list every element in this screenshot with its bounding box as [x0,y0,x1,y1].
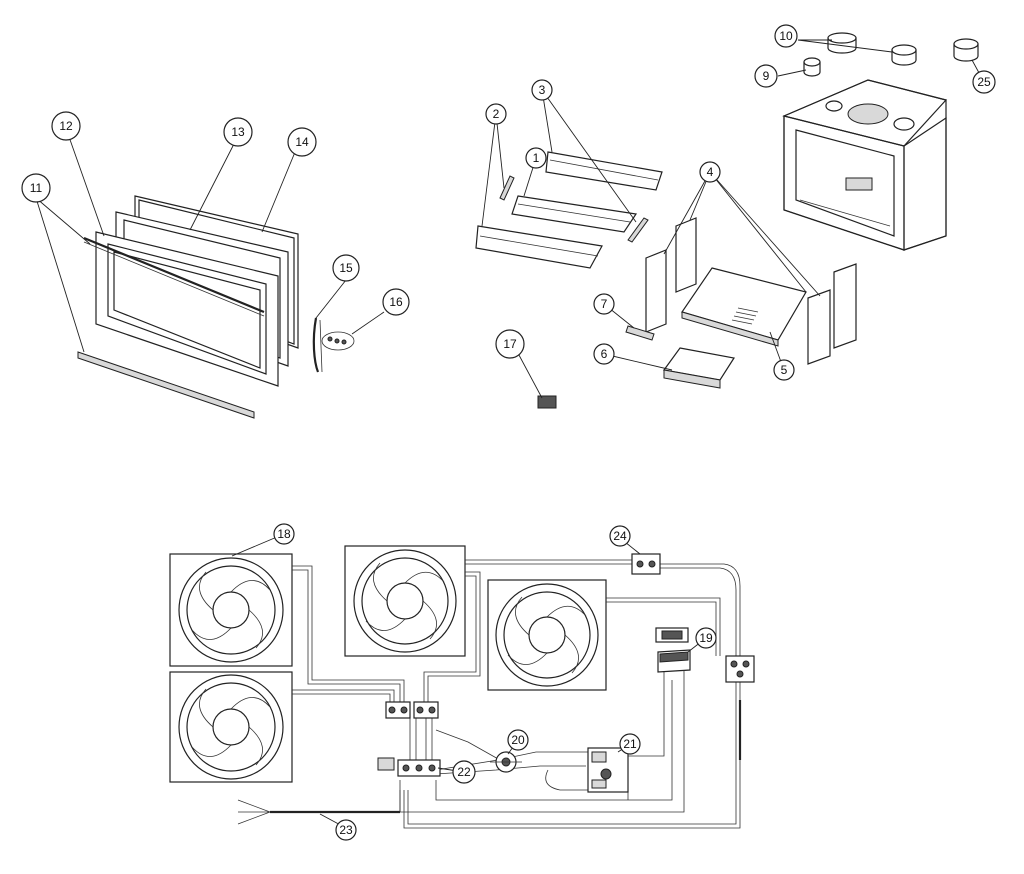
firebox-panels [475,151,663,269]
callout-13: 13 [223,117,253,147]
baffle-3 [545,151,663,191]
door-assembly [77,195,355,419]
callout-15: 15 [332,254,360,282]
svg-text:3: 3 [539,83,546,97]
callout-18: 18 [273,523,295,545]
brick-left-b [675,217,697,293]
svg-text:17: 17 [503,337,517,351]
callout-23: 23 [335,819,357,841]
callout-14: 14 [287,127,317,157]
callout-7: 7 [593,293,615,315]
callout-1: 1 [525,147,547,169]
callout-25: 25 [972,70,996,94]
rocker-switch-19 [655,627,691,680]
svg-text:13: 13 [231,125,245,139]
speed-control-21 [587,747,629,793]
panel-2 [475,225,603,269]
callout-6: 6 [593,343,615,365]
svg-text:5: 5 [781,363,788,377]
svg-text:9: 9 [763,69,770,83]
part-7 [625,325,655,341]
door-frame-12 [95,231,279,387]
svg-text:6: 6 [601,347,608,361]
bracket-3 [627,217,649,243]
screws-16 [321,331,355,351]
fan-bottom-left [169,671,293,783]
callout-17: 17 [495,329,525,359]
svg-text:10: 10 [779,29,793,43]
callout-3: 3 [531,79,553,101]
fan-top-middle [344,545,466,657]
fan-right [487,579,607,691]
svg-text:18: 18 [277,527,291,541]
bottom-rail-11 [77,351,255,419]
svg-text:19: 19 [699,631,713,645]
handle-15 [312,317,320,373]
svg-text:11: 11 [30,181,43,195]
firebrick-set [537,217,857,409]
svg-text:1: 1 [533,151,540,165]
stove-body [782,79,948,251]
svg-text:22: 22 [457,765,471,779]
svg-text:4: 4 [707,165,714,179]
grate-slots [731,307,759,325]
leader-lines [35,39,985,829]
brick-right-b [833,263,857,349]
callout-10: 10 [774,24,798,48]
callout-24: 24 [609,525,631,547]
flue-collars [803,32,979,77]
junction-right [725,655,755,683]
callout-20: 20 [507,729,529,751]
svg-text:20: 20 [511,733,525,747]
grate-tray-5 [681,267,807,341]
callout-2: 2 [485,103,507,125]
brick-left-a [645,249,667,333]
svg-text:14: 14 [295,135,309,149]
part-17 [537,395,557,409]
panel-1 [511,195,638,233]
svg-text:2: 2 [493,107,500,121]
svg-text:24: 24 [613,529,627,543]
callout-21: 21 [619,733,641,755]
svg-text:12: 12 [59,119,73,133]
svg-text:21: 21 [623,737,637,751]
callout-19: 19 [695,627,717,649]
callout-9: 9 [754,64,778,88]
callout-22: 22 [452,760,476,784]
bracket-2 [499,175,515,201]
junction-24 [631,553,661,575]
svg-text:15: 15 [339,261,353,275]
fan-top-left [169,553,293,667]
brick-right-a [807,289,831,365]
callout-12: 12 [51,111,81,141]
callout-11: 11 [21,173,51,203]
top-rail-11 [83,236,265,314]
callout-16: 16 [382,288,410,316]
svg-text:16: 16 [389,295,403,309]
svg-text:25: 25 [977,75,991,89]
svg-text:23: 23 [339,823,353,837]
thermostat-20 [490,751,522,773]
wiring-harness [237,559,742,829]
svg-text:7: 7 [601,297,608,311]
callout-5: 5 [773,359,795,381]
callout-4: 4 [699,161,721,183]
